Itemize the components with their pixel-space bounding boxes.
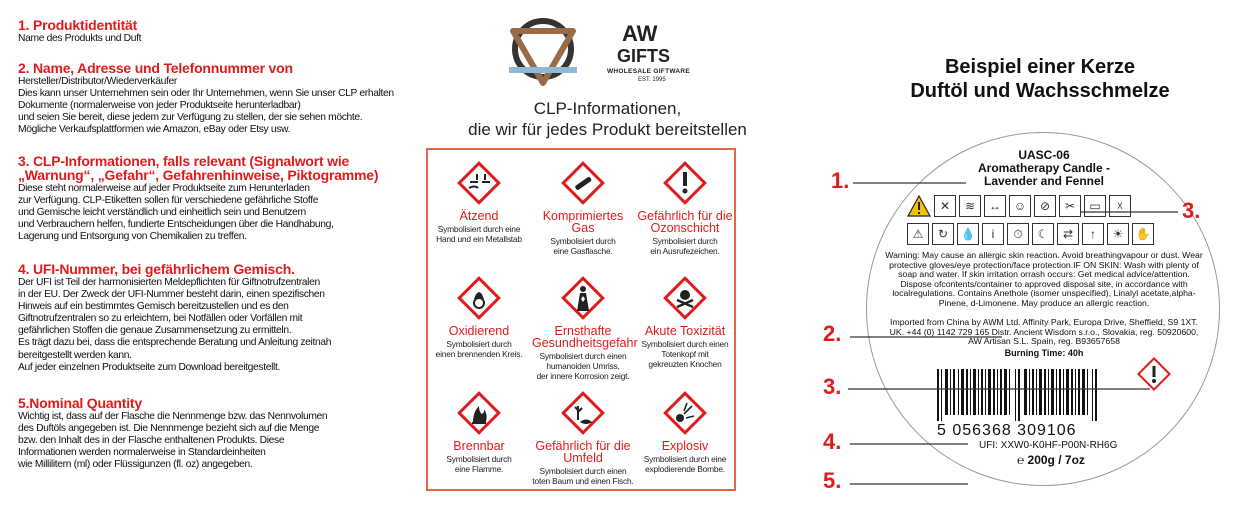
barcode-icon — [937, 369, 1097, 421]
callout-3-bottom: 3. — [823, 374, 842, 399]
distance-icon: ↔ — [984, 195, 1006, 217]
hazard-name: Komprimiertes Gas — [542, 209, 624, 235]
hazard-desc: Symbolisiert durch eine Flamme. — [446, 454, 512, 474]
skull-icon — [663, 276, 707, 320]
hazard-name: Gefährlich für die Ozonschicht — [637, 209, 733, 235]
extinguish-icon: ☀ — [1107, 223, 1129, 245]
callout-4: 4. — [823, 429, 842, 454]
ufi-number: UFI: XXW0-K0HF-P00N-RH6G — [979, 440, 1118, 451]
logo-tagline: WHOLESALE GIFTWARE — [607, 68, 691, 75]
barcode-digits: 5 056368 309106 — [937, 422, 1077, 439]
section-contact: 2. Name, Adresse und Telefonnummer von H… — [18, 61, 408, 136]
section-product-identity: 1. Produktidentität Name des Produkts un… — [18, 18, 408, 45]
hazard-desc: Symbolisiert durch ein Ausrufezeichen. — [650, 236, 720, 256]
section-nominal-quantity: 5.Nominal Quantity Wichtig ist, dass auf… — [18, 396, 408, 471]
product-code: UASC-06 — [1018, 148, 1070, 162]
hazard-desc: Symbolisiert durch einen toten Baum und … — [532, 466, 634, 486]
keep-children-away-icon: ☺ — [1009, 195, 1031, 217]
environment-icon — [561, 391, 605, 435]
corrosion-icon — [457, 161, 501, 205]
hazard-desc: Symbolisiert durch eine explodierende Bo… — [643, 454, 727, 474]
example-title: Beispiel einer Kerze Duftöl und Wachssch… — [910, 56, 1170, 102]
section-body: Hersteller/Distributor/Wiederverkäufer D… — [18, 76, 394, 136]
section-body: Name des Produkts und Duft — [18, 33, 142, 44]
hazard-environment: Gefährlich für die Umfeld Symbolisiert d… — [532, 390, 634, 486]
keep-upright-icon: ↑ — [1082, 223, 1104, 245]
warning-triangle-icon — [907, 195, 931, 217]
precaution-icons-row-2: ⚠ ↻ 💧 i ⏱ ☾ ⇄ ↑ ☀ ✋ — [907, 223, 1154, 245]
hazard-name: Explosiv — [661, 439, 709, 453]
no-water-icon: 💧 — [957, 223, 979, 245]
section-title: 4. UFI-Nummer, bei gefährlichem Gemisch. — [18, 261, 295, 277]
hazard-name: Ätzend — [459, 209, 499, 223]
section-title: 1. Produktidentität — [18, 17, 138, 33]
logo-emblem-icon — [509, 18, 577, 86]
no-pets-icon: ⊘ — [1034, 195, 1056, 217]
callout-5: 5. — [823, 468, 842, 493]
precaution-icons-row-1: ✕ ≋ ↔ ☺ ⊘ ✂ ▭ ☓ — [907, 195, 1131, 217]
hazard-flammable: Brennbar Symbolisiert durch eine Flamme. — [428, 390, 530, 474]
hazard-name: Oxidierend — [448, 324, 510, 338]
hazard-name: Gefährlich für die Umfeld — [535, 439, 631, 465]
burn-time-icon: ⏱ — [1007, 223, 1029, 245]
burning-time: Burning Time: 40h — [1004, 348, 1084, 358]
clp-heading: CLP-Informationen, die wir für jedes Pro… — [468, 99, 747, 139]
no-flame-icon: ✕ — [934, 195, 956, 217]
hazard-ozone: Gefährlich für die Ozonschicht Symbolisi… — [634, 160, 736, 256]
read-instructions-icon: i — [982, 223, 1004, 245]
health-hazard-icon — [561, 276, 605, 320]
section-body: Diese steht normalerweise auf jeder Prod… — [18, 183, 334, 243]
importer-text: Imported from China by AWM Ltd. Affinity… — [889, 317, 1199, 347]
hazard-desc: Symbolisiert durch einen brennenden Krei… — [435, 339, 523, 359]
hazard-name: Akute Toxizität — [644, 324, 726, 338]
section-clp-info: 3. CLP-Informationen, falls relevant (Si… — [18, 154, 408, 243]
hazard-pictogram-grid: Ätzend Symbolisiert durch eine Hand und … — [426, 148, 736, 491]
section-title: 2. Name, Adresse und Telefonnummer von — [18, 60, 293, 76]
logo-line-aw: AW — [622, 21, 658, 46]
product-name: Aromatherapy Candle - Lavender and Fenne… — [977, 161, 1111, 188]
flame-over-circle-icon — [457, 276, 501, 320]
callout-1: 1. — [831, 168, 850, 193]
warning-text: Warning: May cause an allergic skin reac… — [885, 250, 1203, 308]
exclamation-icon — [663, 161, 707, 205]
section-body: Der UFI ist Teil der harmonisierten Meld… — [18, 277, 332, 373]
no-children-icon: ⚠ — [907, 223, 929, 245]
logo-line-gifts: GIFTS — [617, 46, 670, 66]
callout-2: 2. — [823, 321, 842, 346]
aw-gifts-logo: AW GIFTS WHOLESALE GIFTWARE EST. 1995 — [505, 13, 705, 88]
no-sleep-icon: ☾ — [1032, 223, 1054, 245]
section-title: 5.Nominal Quantity — [18, 395, 142, 411]
hazard-desc: Symbolisiert durch eine Hand und ein Met… — [436, 224, 522, 244]
callout-3-top: 3. — [1182, 198, 1201, 223]
trim-wick-icon: ✂ — [1059, 195, 1081, 217]
hazard-acute-toxicity: Akute Toxizität Symbolisiert durch einen… — [634, 275, 736, 369]
section-body: Wichtig ist, dass auf der Flasche die Ne… — [18, 411, 328, 471]
exclamation-icon — [1137, 357, 1171, 391]
section-title: 3. CLP-Informationen, falls relevant (Si… — [18, 153, 379, 183]
hazard-oxidising: Oxidierend Symbolisiert durch einen bren… — [428, 275, 530, 359]
no-touch-icon: ✋ — [1132, 223, 1154, 245]
hazard-compressed-gas: Komprimiertes Gas Symbolisiert durch ein… — [532, 160, 634, 256]
hazard-corrosive: Ätzend Symbolisiert durch eine Hand und … — [428, 160, 530, 244]
section-ufi: 4. UFI-Nummer, bei gefährlichem Gemisch.… — [18, 262, 408, 374]
hazard-explosive: Explosiv Symbolisiert durch eine explodi… — [634, 390, 736, 474]
candle-label: UASC-06 Aromatherapy Candle - Lavender a… — [866, 132, 1220, 486]
flat-surface-icon: ▭ — [1084, 195, 1106, 217]
hazard-desc: Symbolisiert durch einen Totenkopf mit g… — [641, 339, 729, 369]
flame-icon — [457, 391, 501, 435]
nominal-weight: ℮ 200g / 7oz — [1017, 453, 1085, 467]
explosive-icon — [663, 391, 707, 435]
hazard-name: Ernsthafte Gesundheitsgefahr — [532, 324, 638, 350]
hazard-health: Ernsthafte Gesundheitsgefahr Symbolisier… — [532, 275, 638, 381]
no-moving-icon: ↻ — [932, 223, 954, 245]
hazard-name: Brennbar — [453, 439, 505, 453]
no-draft-icon: ≋ — [959, 195, 981, 217]
hazard-desc: Symbolisiert durch einen humanoiden Umri… — [536, 351, 630, 381]
ventilation-icon: ⇄ — [1057, 223, 1079, 245]
do-not-leave-icon: ☓ — [1109, 195, 1131, 217]
gas-cylinder-icon — [561, 161, 605, 205]
logo-established: EST. 1995 — [638, 77, 666, 83]
hazard-desc: Symbolisiert durch eine Gasflasche. — [550, 236, 616, 256]
